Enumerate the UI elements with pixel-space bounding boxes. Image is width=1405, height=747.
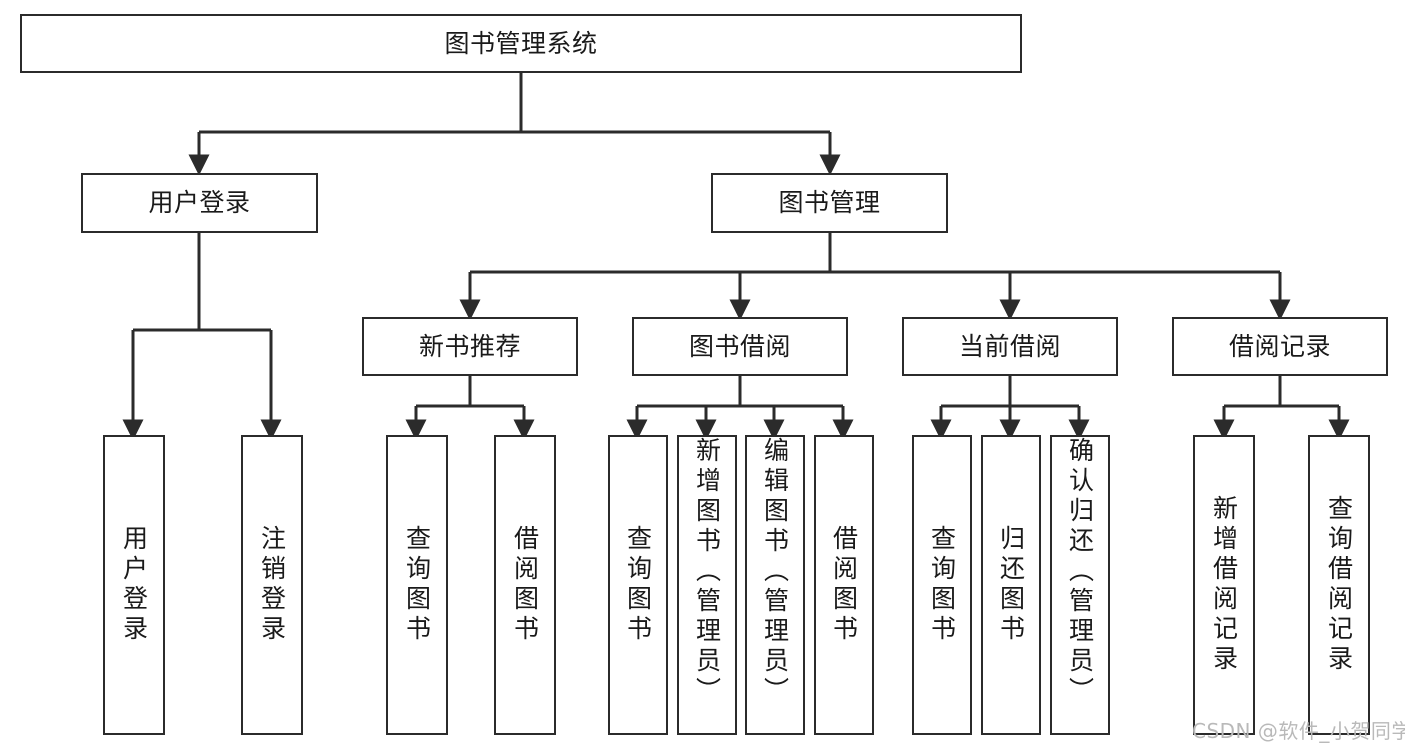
node-leaf-borrow-book-1-label: 借阅图书 [510, 525, 540, 645]
node-leaf-edit-book-label: 编辑图书（管理员） [760, 437, 790, 707]
node-leaf-return-book-label: 归还图书 [996, 525, 1026, 645]
node-current-borrow-label: 当前借阅 [958, 331, 1061, 361]
node-new-book-rec-label: 新书推荐 [418, 331, 521, 361]
node-book-borrow[interactable]: 图书借阅 [632, 317, 848, 376]
node-book-borrow-label: 图书借阅 [688, 331, 791, 361]
node-leaf-user-login[interactable]: 用户登录 [103, 435, 165, 735]
node-leaf-borrow-book-2-label: 借阅图书 [829, 525, 859, 645]
node-leaf-query-book-1-label: 查询图书 [402, 525, 432, 645]
node-leaf-return-book[interactable]: 归还图书 [981, 435, 1041, 735]
node-current-borrow[interactable]: 当前借阅 [902, 317, 1118, 376]
node-user-login[interactable]: 用户登录 [81, 173, 318, 233]
node-borrow-record-label: 借阅记录 [1228, 331, 1331, 361]
node-leaf-query-book-3-label: 查询图书 [927, 525, 957, 645]
node-leaf-add-book-label: 新增图书（管理员） [692, 437, 722, 707]
node-book-manage-label: 图书管理 [778, 188, 881, 218]
node-leaf-query-book-1[interactable]: 查询图书 [386, 435, 448, 735]
node-leaf-add-book[interactable]: 新增图书（管理员） [677, 435, 737, 735]
node-leaf-borrow-book-2[interactable]: 借阅图书 [814, 435, 874, 735]
node-leaf-query-record-label: 查询借阅记录 [1324, 495, 1354, 675]
node-leaf-user-login-label: 用户登录 [119, 525, 149, 645]
node-leaf-query-book-2-label: 查询图书 [623, 525, 653, 645]
node-leaf-query-record[interactable]: 查询借阅记录 [1308, 435, 1370, 735]
node-leaf-add-record[interactable]: 新增借阅记录 [1193, 435, 1255, 735]
node-leaf-user-logout[interactable]: 注销登录 [241, 435, 303, 735]
node-leaf-user-logout-label: 注销登录 [257, 525, 287, 645]
watermark: CSDN @软件_小贺同学 [1192, 719, 1405, 743]
node-leaf-edit-book[interactable]: 编辑图书（管理员） [745, 435, 805, 735]
node-root-label: 图书管理系统 [444, 28, 598, 58]
node-new-book-rec[interactable]: 新书推荐 [362, 317, 578, 376]
node-leaf-confirm-return[interactable]: 确认归还（管理员） [1050, 435, 1110, 735]
node-leaf-confirm-return-label: 确认归还（管理员） [1065, 437, 1095, 707]
node-leaf-query-book-2[interactable]: 查询图书 [608, 435, 668, 735]
node-leaf-borrow-book-1[interactable]: 借阅图书 [494, 435, 556, 735]
node-root[interactable]: 图书管理系统 [20, 14, 1022, 73]
node-borrow-record[interactable]: 借阅记录 [1172, 317, 1388, 376]
node-user-login-label: 用户登录 [148, 188, 251, 218]
node-book-manage[interactable]: 图书管理 [711, 173, 948, 233]
node-leaf-query-book-3[interactable]: 查询图书 [912, 435, 972, 735]
node-leaf-add-record-label: 新增借阅记录 [1209, 495, 1239, 675]
